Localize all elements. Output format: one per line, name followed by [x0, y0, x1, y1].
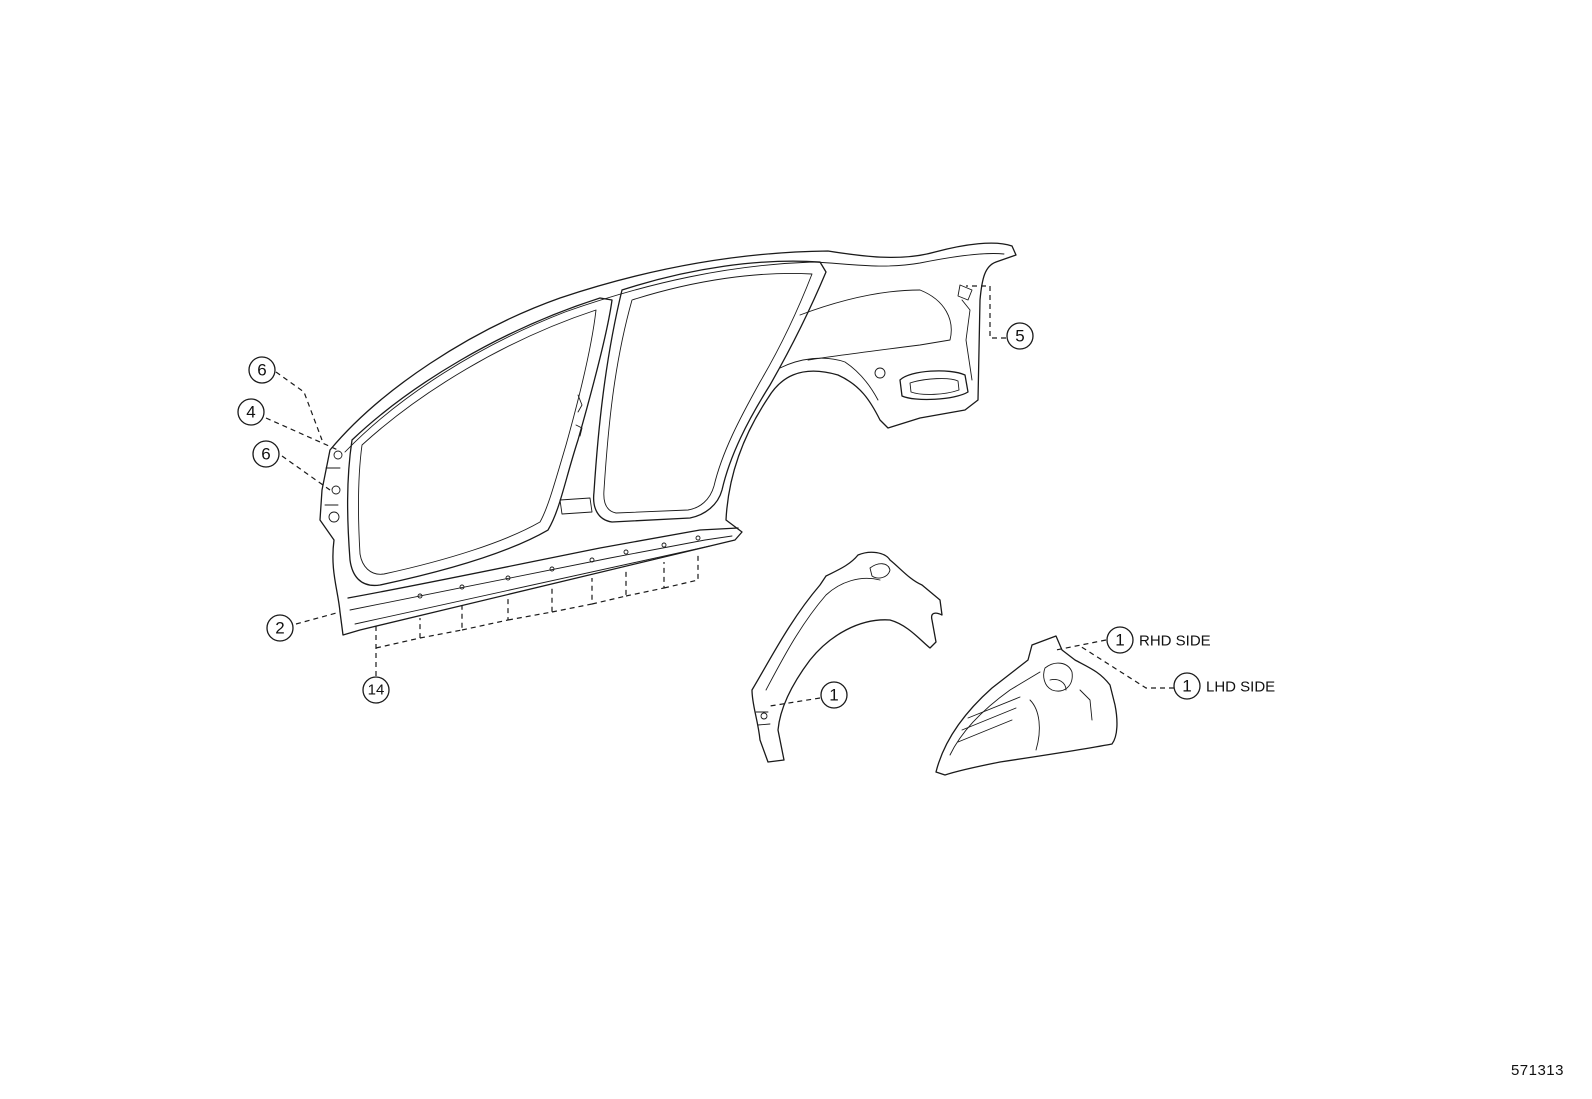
- leader-5: [966, 285, 1006, 339]
- callout-1-rhd-number: 1: [1115, 631, 1124, 650]
- callout-2-number: 2: [275, 619, 284, 638]
- callout-5-number: 5: [1015, 327, 1024, 346]
- callout-6-upper: 6: [248, 356, 276, 384]
- leader-1-inner: [769, 697, 821, 707]
- callout-1-lhd-note: LHD SIDE: [1206, 679, 1275, 696]
- reference-code: 571313: [1510, 1062, 1564, 1079]
- wheelhouse-outer-panel[interactable]: [935, 635, 1118, 776]
- side-panel-outer[interactable]: [319, 242, 1017, 636]
- callout-6-lower-number: 6: [261, 445, 270, 464]
- callout-2: 2: [266, 614, 294, 642]
- leader-14: [375, 554, 699, 676]
- callout-14: 14: [362, 676, 390, 704]
- callout-6-upper-number: 6: [257, 361, 266, 380]
- leader-6-lower: [281, 455, 331, 491]
- leader-lines: [265, 285, 1174, 707]
- callout-1-lhd: 1 LHD SIDE: [1173, 672, 1275, 700]
- callout-6-lower: 6: [252, 440, 280, 468]
- leader-1-lhd: [1079, 645, 1174, 689]
- callout-4-number: 4: [246, 403, 255, 422]
- leader-6-upper: [275, 371, 323, 441]
- callout-1-rhd-note: RHD SIDE: [1139, 633, 1211, 650]
- callout-4: 4: [237, 398, 265, 426]
- callout-5: 5: [1006, 322, 1034, 350]
- wheelhouse-inner-panel[interactable]: [751, 551, 943, 763]
- leader-1-rhd: [1055, 639, 1107, 651]
- callout-1-lhd-number: 1: [1182, 677, 1191, 696]
- leader-4: [265, 417, 339, 451]
- callout-1-rhd: 1 RHD SIDE: [1106, 626, 1211, 654]
- callout-1-wheelhouse-inner: 1: [820, 681, 848, 709]
- callout-1-inner-number: 1: [829, 686, 838, 705]
- callout-14-number: 14: [368, 682, 385, 699]
- leader-2: [295, 611, 341, 625]
